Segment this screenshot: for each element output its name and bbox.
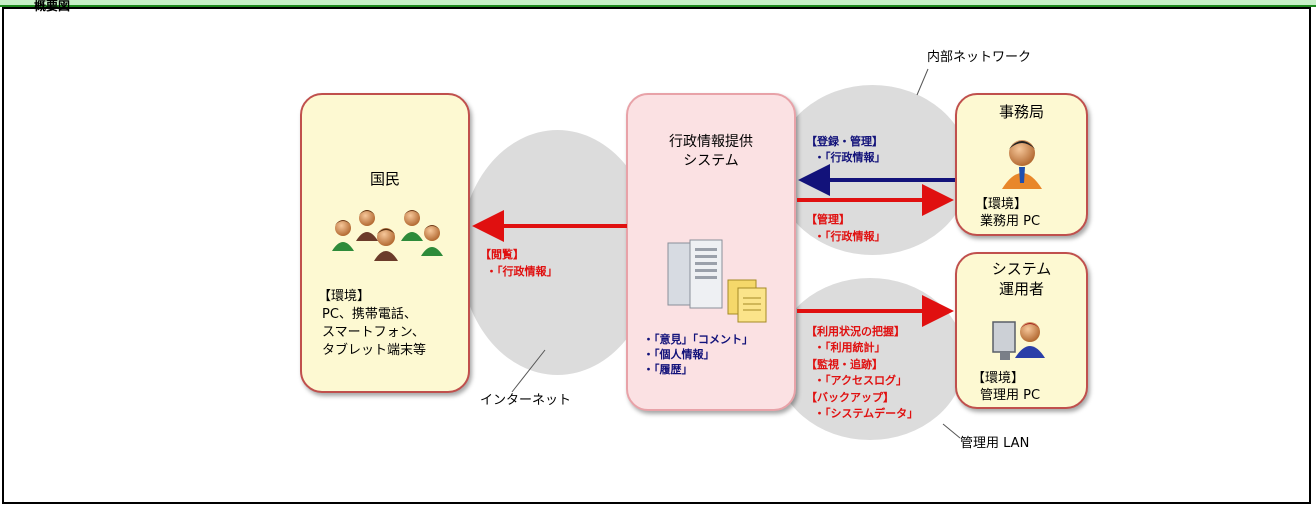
- secretariat-env-value: 業務用 PC: [980, 214, 1041, 229]
- citizen-env-line2: スマートフォン、: [322, 325, 425, 340]
- usage-flow-title: 【利用状況の把握】: [806, 325, 905, 338]
- internal-network-label: 内部ネットワーク: [927, 50, 1032, 65]
- operator-env-title: 【環境】: [972, 371, 1025, 386]
- citizen-env-title: 【環境】: [318, 289, 371, 304]
- documents-icon: [727, 279, 767, 323]
- system-item-personal: ・「個人情報」: [643, 348, 715, 361]
- admin-lan-leader: [942, 423, 961, 439]
- internet-leader: [511, 349, 546, 393]
- view-flow-title: 【閲覧】: [480, 248, 524, 261]
- citizens-group-icon: [332, 210, 443, 261]
- operator-title-line1: システム: [991, 260, 1052, 278]
- operator-env-value: 管理用 PC: [980, 388, 1041, 403]
- top-strip: [0, 0, 1316, 7]
- secretariat-box: [955, 93, 1088, 236]
- server-icon: [667, 239, 723, 309]
- system-title-line1: 行政情報提供: [669, 134, 753, 150]
- backup-flow-title: 【バックアップ】: [806, 391, 894, 404]
- monitor-flow-item: ・「アクセスログ」: [814, 374, 907, 387]
- register-flow-title: 【登録・管理】: [806, 135, 883, 148]
- internet-label: インターネット: [480, 393, 572, 408]
- system-title-line2: システム: [683, 153, 739, 169]
- view-flow-item: ・「行政情報」: [486, 265, 558, 278]
- operator-computer-icon: [992, 321, 1045, 360]
- citizen-env-line1: PC、携帯電話、: [322, 307, 417, 322]
- usage-flow-item: ・「利用統計」: [814, 341, 886, 354]
- internet-cloud: [460, 130, 655, 375]
- citizen-env-line3: タブレット端末等: [322, 343, 427, 358]
- manage-flow-title: 【管理】: [806, 213, 850, 226]
- secretariat-title: 事務局: [998, 103, 1044, 121]
- operator-title-line2: 運用者: [998, 280, 1044, 298]
- monitor-flow-title: 【監視・追跡】: [806, 358, 883, 371]
- internal-network-leader: [916, 68, 929, 96]
- system-item-opinion: ・「意見」「コメント」: [643, 333, 753, 346]
- backup-flow-item: ・「システムデータ」: [814, 407, 919, 420]
- citizen-title: 国民: [369, 170, 400, 188]
- secretariat-env-title: 【環境】: [975, 197, 1028, 212]
- manage-flow-item: ・「行政情報」: [814, 230, 886, 243]
- secretariat-person-icon: [1002, 140, 1042, 189]
- admin-lan-label: 管理用 LAN: [960, 436, 1030, 451]
- diagram-heading: 概要図: [34, 0, 71, 13]
- system-item-history: ・「履歴」: [643, 363, 693, 376]
- register-flow-item: ・「行政情報」: [814, 151, 886, 164]
